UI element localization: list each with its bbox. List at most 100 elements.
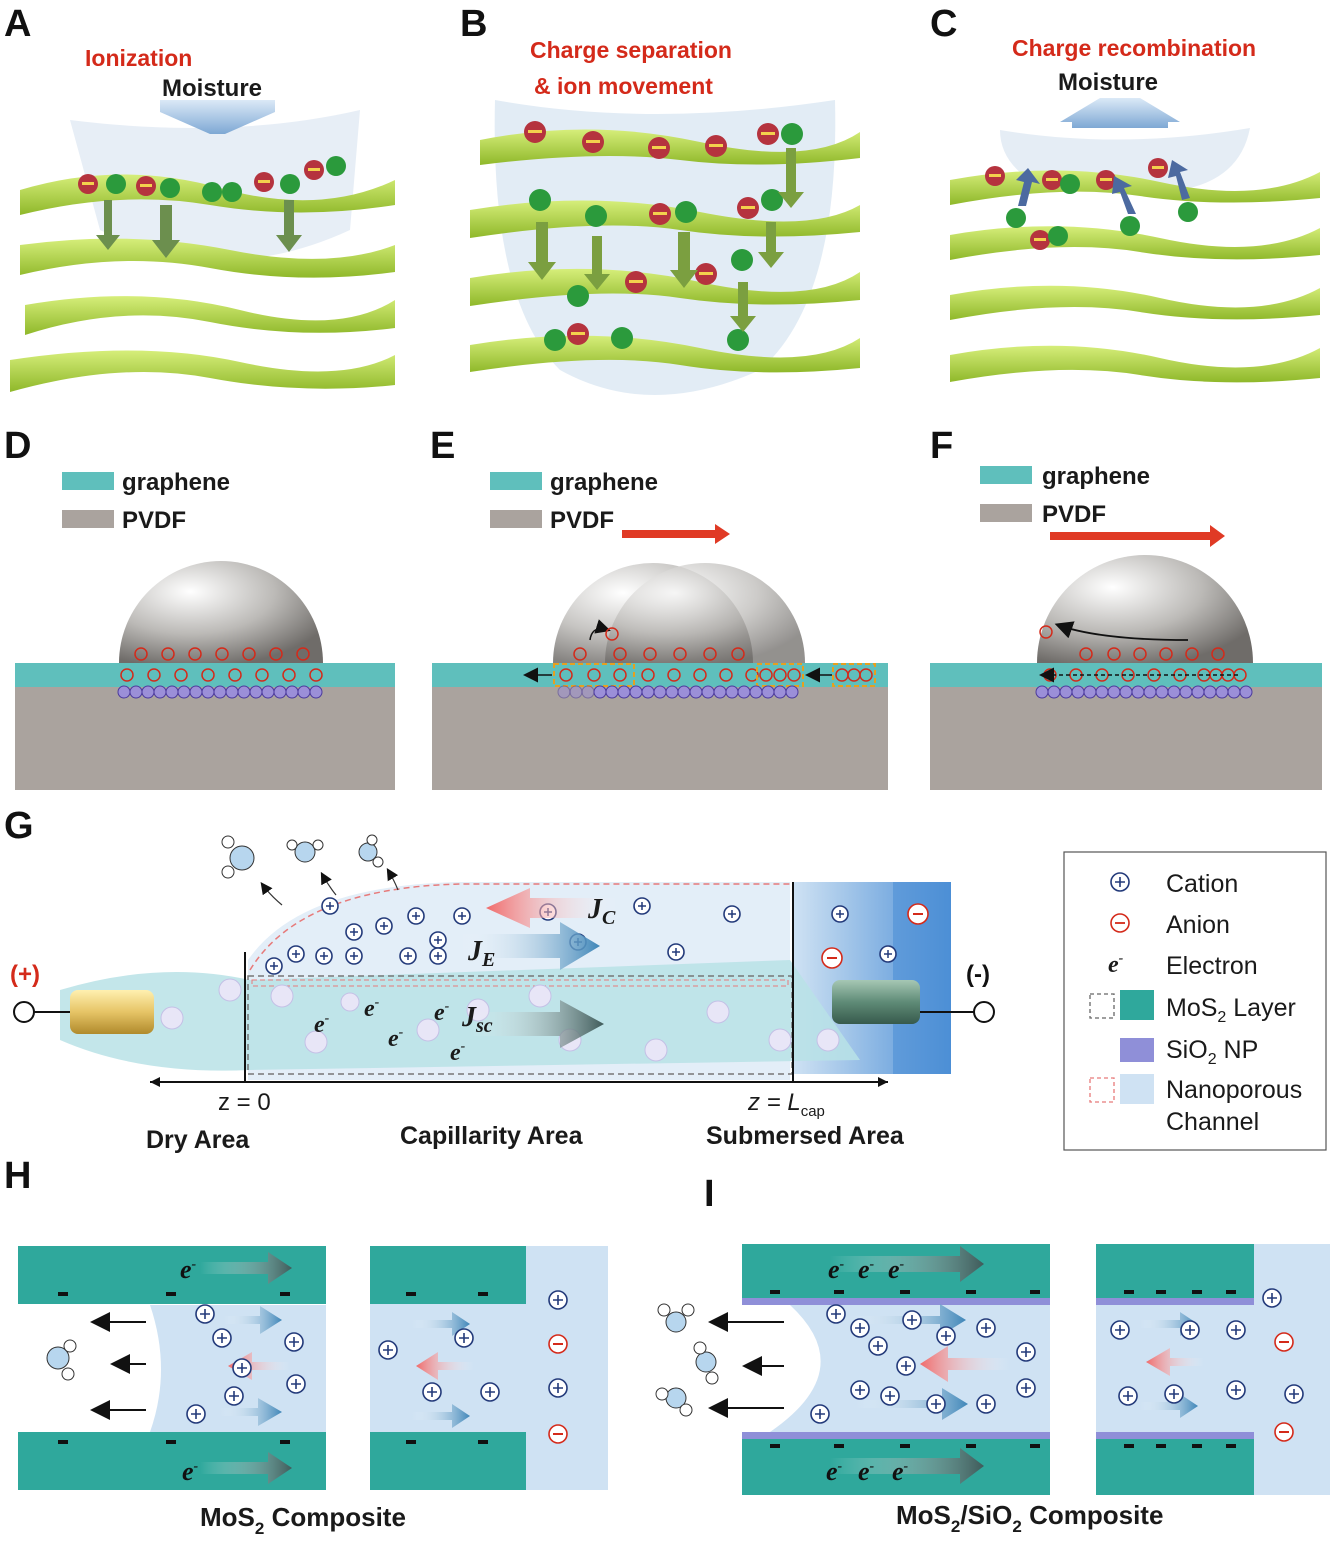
- negative-terminal-label: (-): [966, 961, 990, 988]
- panel-a: A Ionization Moisture: [4, 3, 395, 392]
- panel-letter: E: [430, 425, 455, 467]
- evaporation-arrows: [708, 1312, 784, 1418]
- ion-down-arrows: [96, 200, 302, 258]
- negative-surface-charges: [406, 1292, 488, 1444]
- cation-flow-arrow: [412, 1404, 470, 1428]
- water-droplet: [1037, 555, 1253, 663]
- panel-letter: C: [930, 3, 957, 45]
- ions-top: [524, 121, 803, 159]
- panel-letter: D: [4, 425, 31, 467]
- cation-plus-signs: [815, 1309, 1031, 1419]
- legend-graphene-label: graphene: [122, 469, 230, 496]
- electron-arrow-top: [200, 1252, 292, 1284]
- positive-terminal-label: (+): [10, 961, 40, 988]
- svg-text:e-: e-: [364, 995, 380, 1022]
- water-droplet: [605, 563, 805, 663]
- ion-pairs: [78, 156, 346, 202]
- pvdf-substrate: [15, 685, 395, 790]
- pvdf-cations: [557, 685, 799, 699]
- panel-i: I e- e- e- e- e- e-: [655, 1173, 1330, 1536]
- electron-arrow-top: [830, 1246, 984, 1282]
- moisture-arrow: [160, 100, 275, 134]
- graphene-sheet: [470, 268, 860, 306]
- anions: [1274, 1332, 1294, 1442]
- nanoporous-channel-line: [251, 979, 789, 987]
- jc-flux-arrow: [486, 888, 618, 928]
- capillarity-area-label: Capillarity Area: [400, 1122, 584, 1150]
- backflow-arrow: [416, 1352, 474, 1380]
- mos2-legend-swatch: [1120, 990, 1154, 1020]
- legend-box: [1063, 851, 1327, 1151]
- graphene-anions: [120, 668, 323, 682]
- water-droplet: [119, 561, 323, 663]
- moisture-label: Moisture: [162, 75, 262, 102]
- channel-legend-swatch: [1120, 1074, 1154, 1104]
- anion-hop-arrow: [589, 619, 611, 641]
- sio2-coating-top: [742, 1298, 1050, 1305]
- svg-text:e-: e-: [314, 1011, 330, 1038]
- graphene-sheet: [20, 238, 395, 278]
- electron-label: e-: [180, 1255, 197, 1284]
- sio2-coating-bottom: [742, 1432, 1050, 1439]
- motion-arrow: [1050, 525, 1225, 547]
- recombining-ions: [985, 158, 1198, 250]
- svg-text:e-: e-: [892, 1457, 909, 1486]
- electron-arrow-bottom: [200, 1452, 292, 1484]
- cation-flow-arrow: [856, 1388, 968, 1420]
- panel-letter: I: [704, 1173, 715, 1215]
- legend-pvdf-label: PVDF: [122, 507, 186, 534]
- legend-graphene-swatch: [490, 472, 542, 490]
- evaporating-water-molecules: [221, 834, 399, 906]
- panel-c: C Charge recombination Moisture: [930, 3, 1320, 383]
- drop-anions: [573, 627, 745, 661]
- electron-arrow-bottom: [830, 1448, 984, 1484]
- electron-legend-icon: e-: [1108, 951, 1124, 978]
- drop-anions: [134, 647, 310, 661]
- svg-text:e-: e-: [858, 1457, 875, 1486]
- jc-label: JC: [587, 894, 616, 929]
- panel-letter: B: [460, 3, 487, 45]
- water-molecules: [655, 1303, 719, 1417]
- cation-flow-arrow: [412, 1312, 470, 1336]
- dry-area-label: Dry Area: [146, 1126, 250, 1154]
- svg-text:e-: e-: [888, 1255, 905, 1284]
- legend-g: Cation Anion e- Electron MoS2 Layer SiO2…: [1063, 851, 1327, 1151]
- mos2-layer-bottom: [370, 1432, 526, 1490]
- cation-plus-signs: [1115, 1293, 1299, 1401]
- panel-title-line1: Charge separation: [530, 37, 732, 63]
- electrons: e- e- e- e- e- e-: [826, 1255, 909, 1486]
- pvdf-substrate: [930, 685, 1322, 790]
- positive-terminal: [13, 1001, 35, 1023]
- backflow-arrow: [920, 1346, 1010, 1382]
- jsc-label: Jsc: [461, 1002, 493, 1037]
- legend-graphene-swatch: [980, 466, 1032, 484]
- panel-f: F graphene PVDF: [930, 425, 1322, 790]
- sio2-legend-swatch: [1120, 1038, 1154, 1062]
- graphene-sheet: [25, 296, 395, 335]
- channel-dashed-swatch: [1089, 1077, 1115, 1103]
- cations: [378, 1290, 568, 1402]
- moisture-label: Moisture: [1058, 69, 1158, 96]
- pvdf-cations: [1035, 685, 1253, 699]
- zlcap-label: z = Lcap: [747, 1089, 825, 1120]
- cation-flow-arrow: [224, 1306, 282, 1334]
- panel-caption: MoS2 Composite: [200, 1502, 406, 1538]
- panel-g: G (+) (-): [4, 805, 1327, 1154]
- mos2-dashed-swatch: [1089, 993, 1115, 1019]
- svg-text:e-: e-: [858, 1255, 875, 1284]
- legend-pvdf-swatch: [490, 510, 542, 528]
- sio2-nanoparticles: [160, 978, 840, 1062]
- legend-pvdf-swatch: [62, 510, 114, 528]
- pvdf-substrate: [432, 685, 888, 790]
- panel-title-line2: & ion movement: [534, 73, 713, 99]
- panel-h: H e- e-: [4, 1155, 608, 1538]
- recombination-up-arrows: [1016, 160, 1190, 214]
- cation-plus-signs: [191, 1309, 301, 1419]
- legend-graphene-swatch: [62, 472, 114, 490]
- drop-anions: [1039, 625, 1225, 661]
- legend-sio2-label: SiO2 NP: [1166, 1036, 1258, 1068]
- graphene-sheet: [10, 350, 395, 392]
- negative-surface-charges: [1124, 1290, 1236, 1448]
- graphene-sheet: [950, 345, 1320, 383]
- electrons: e- e- e- e- e-: [314, 995, 466, 1066]
